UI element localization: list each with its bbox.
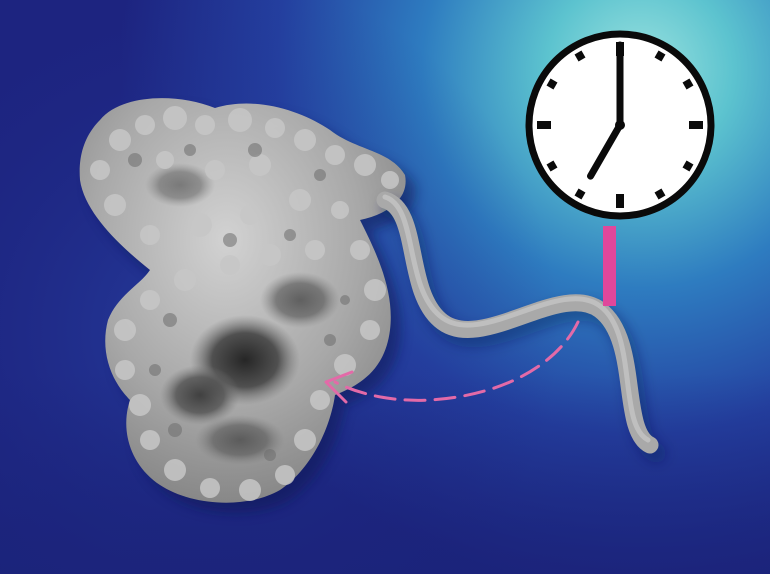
clock-icon [525,30,715,220]
protein-structure [79,98,416,513]
clock-link-bar [603,226,616,306]
dashed-arrow [324,320,580,404]
